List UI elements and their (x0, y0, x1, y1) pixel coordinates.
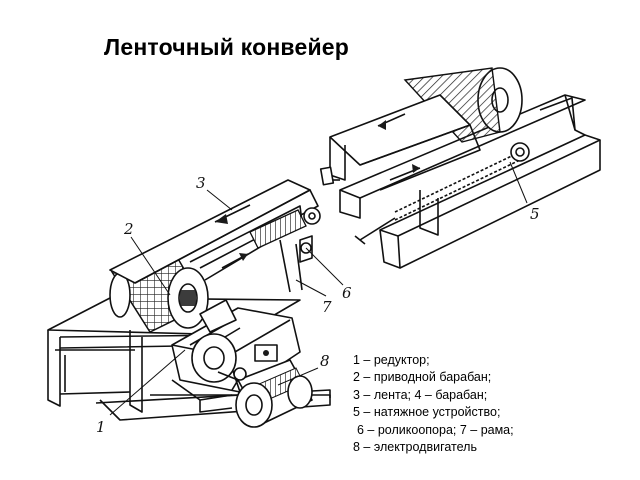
callout-7: 7 (322, 298, 332, 316)
belt (109, 179, 319, 284)
frame (47, 297, 331, 421)
electric-motor (217, 359, 313, 428)
callout-5: 5 (530, 205, 540, 223)
callouts: 1 2 3 5 6 7 8 (96, 161, 540, 436)
callout-8: 8 (320, 352, 330, 370)
legend-item-5: 6 – роликоопора; 7 – рама; (357, 422, 514, 437)
head-section (47, 179, 331, 428)
legend-item-3: 3 – лента; 4 – барабан; (353, 387, 488, 402)
callout-3: 3 (196, 174, 206, 192)
tensioning-screw (354, 142, 530, 245)
legend: 1 – редуктор; 2 – приводной барабан; 3 –… (353, 352, 514, 456)
legend-item-4: 5 – натяжное устройство; (353, 405, 501, 420)
legend-item-2: 2 – приводной барабан; (353, 370, 492, 385)
callout-1: 1 (96, 418, 106, 436)
legend-item-1: 1 – редуктор; (353, 353, 430, 367)
callout-2: 2 (123, 220, 134, 238)
tail-drum (403, 67, 523, 143)
diagram-title: Ленточный конвейер (104, 34, 350, 60)
idler-roller (249, 207, 321, 293)
tail-section (319, 67, 601, 269)
callout-6: 6 (342, 284, 352, 302)
legend-item-6: 8 – электродвигатель (353, 440, 477, 455)
